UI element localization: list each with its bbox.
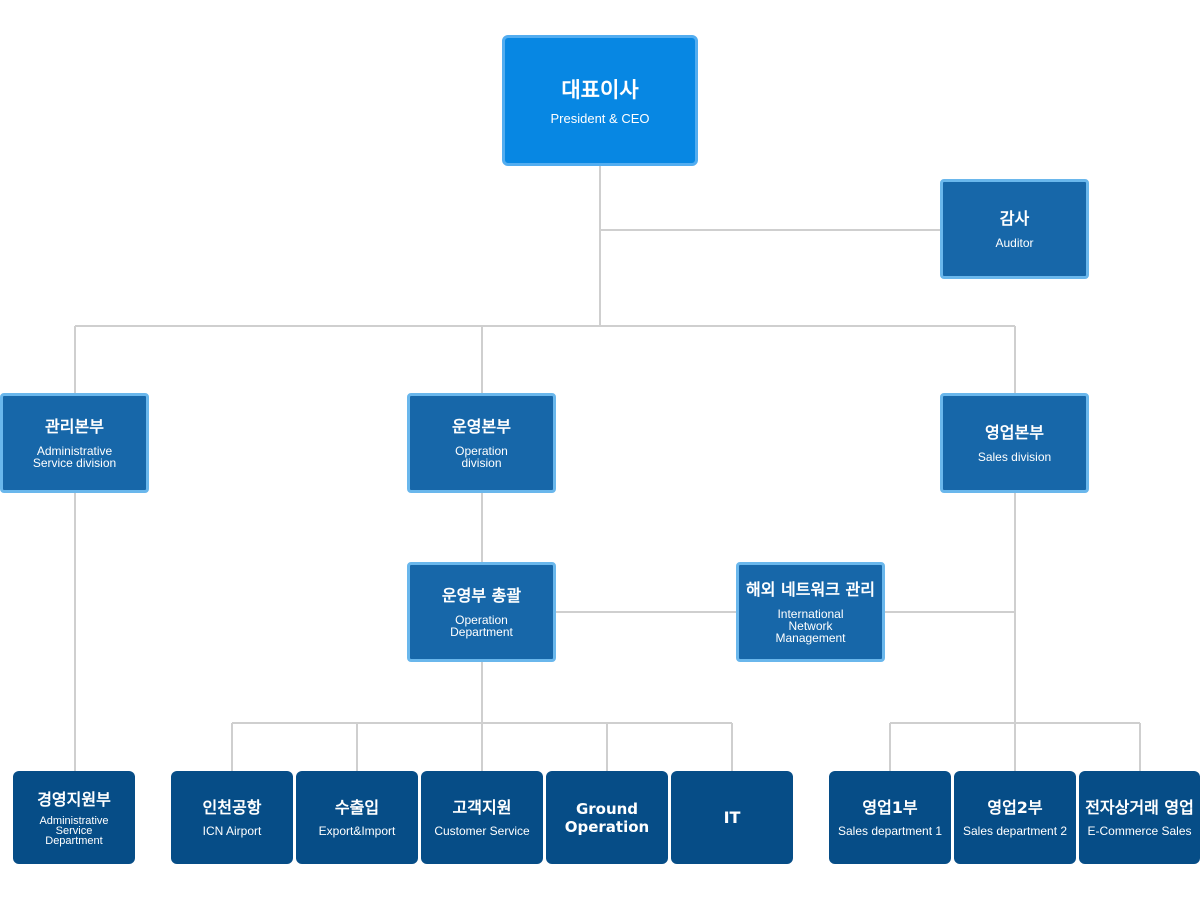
export-import-box: 수출입 Export&Import <box>296 771 418 864</box>
icn-airport-en: ICN Airport <box>202 824 262 838</box>
operation-department-box: 운영부 총괄 Operation Department <box>407 562 556 662</box>
ecommerce-sales-ko: 전자상거래 영업 <box>1085 798 1194 817</box>
icn-airport-ko: 인천공항 <box>202 798 262 817</box>
auditor-box: 감사 Auditor <box>940 179 1089 279</box>
sales-department-1-ko: 영업1부 <box>862 798 918 817</box>
international-network-box: 해외 네트워크 관리 International Network Managem… <box>736 562 885 662</box>
sales-department-1-en: Sales department 1 <box>837 824 943 838</box>
auditor-title-ko: 감사 <box>999 209 1030 228</box>
admin-division-en: Administrative Service division <box>32 444 117 470</box>
sales-department-1-box: 영업1부 Sales department 1 <box>829 771 951 864</box>
ecommerce-sales-box: 전자상거래 영업 E-Commerce Sales <box>1079 771 1200 864</box>
ground-operation-box: Ground Operation <box>546 771 668 864</box>
customer-service-box: 고객지원 Customer Service <box>421 771 543 864</box>
sales-department-2-box: 영업2부 Sales department 2 <box>954 771 1076 864</box>
admin-division-ko: 관리본부 <box>45 417 104 436</box>
operation-division-ko: 운영본부 <box>452 417 511 436</box>
operation-division-en: Operation division <box>455 444 508 470</box>
export-import-ko: 수출입 <box>334 798 380 817</box>
icn-airport-box: 인천공항 ICN Airport <box>171 771 293 864</box>
sales-division-en: Sales division <box>977 450 1052 464</box>
international-network-en: International Network Management <box>775 607 846 645</box>
ecommerce-sales-en: E-Commerce Sales <box>1087 824 1192 838</box>
admin-support-ko: 경영지원부 <box>37 789 111 809</box>
sales-division-box: 영업본부 Sales division <box>940 393 1089 493</box>
sales-division-ko: 영업본부 <box>985 423 1044 442</box>
ceo-title-en: President & CEO <box>550 110 650 126</box>
operation-department-en: Operation Department <box>450 613 513 639</box>
sales-department-2-en: Sales department 2 <box>962 824 1068 838</box>
international-network-ko: 해외 네트워크 관리 <box>746 580 875 599</box>
admin-support-en: Administrative Service Department <box>39 814 109 847</box>
admin-support-box: 경영지원부 Administrative Service Department <box>13 771 135 864</box>
ceo-box: 대표이사 President & CEO <box>502 35 698 166</box>
operation-department-ko: 운영부 총괄 <box>441 586 522 605</box>
customer-service-en: Customer Service <box>434 824 530 838</box>
it-box: IT <box>671 771 793 864</box>
ceo-title-ko: 대표이사 <box>561 77 639 102</box>
admin-division-box: 관리본부 Administrative Service division <box>0 393 149 493</box>
export-import-en: Export&Import <box>318 824 396 838</box>
sales-department-2-ko: 영업2부 <box>987 798 1043 817</box>
operation-division-box: 운영본부 Operation division <box>407 393 556 493</box>
auditor-title-en: Auditor <box>995 236 1034 250</box>
it-label: IT <box>723 807 741 827</box>
ground-operation-label: Ground Operation <box>564 799 650 836</box>
customer-service-ko: 고객지원 <box>452 798 512 817</box>
